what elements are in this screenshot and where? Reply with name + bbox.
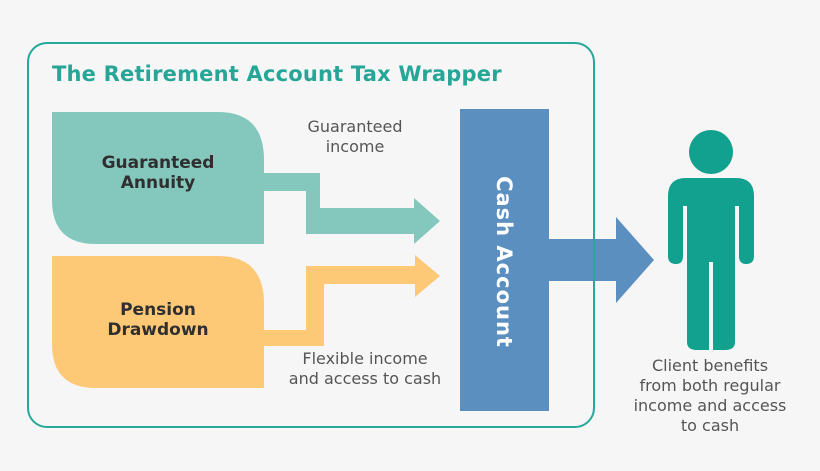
- drawdown-flow-line2: and access to cash: [288, 369, 442, 388]
- cash-to-client-arrow: [549, 217, 654, 303]
- annuity-label-line2: Annuity: [120, 173, 196, 193]
- guaranteed-annuity-box: [52, 112, 264, 244]
- annuity-box-label: Guaranteed Annuity: [52, 153, 264, 193]
- annuity-label-line1: Guaranteed: [101, 153, 215, 173]
- drawdown-flow-line1: Flexible income: [302, 349, 428, 368]
- drawdown-label-line2: Drawdown: [107, 320, 209, 340]
- client-caption: Client benefits from both regular income…: [610, 356, 810, 436]
- annuity-flow-label: Guaranteed income: [280, 117, 430, 157]
- annuity-flow-line1: Guaranteed: [307, 117, 403, 136]
- person-icon: [668, 130, 754, 350]
- annuity-flow-line2: income: [325, 137, 385, 156]
- cash-account-bar: [460, 109, 549, 411]
- drawdown-box-label: Pension Drawdown: [52, 300, 264, 340]
- client-caption-line2: from both regular: [639, 376, 781, 395]
- drawdown-flow-label: Flexible income and access to cash: [270, 349, 460, 389]
- cash-account-label: Cash Account: [492, 176, 516, 348]
- client-caption-line1: Client benefits: [651, 356, 769, 375]
- pension-drawdown-box: [52, 256, 264, 388]
- drawdown-to-cash-arrow: [260, 255, 440, 346]
- diagram-title: The Retirement Account Tax Wrapper: [52, 62, 502, 86]
- annuity-to-cash-arrow: [260, 173, 440, 244]
- client-caption-line4: to cash: [680, 416, 740, 435]
- tax-wrapper-frame: [27, 42, 595, 428]
- drawdown-label-line1: Pension: [120, 300, 196, 320]
- client-caption-line3: income and access: [633, 396, 787, 415]
